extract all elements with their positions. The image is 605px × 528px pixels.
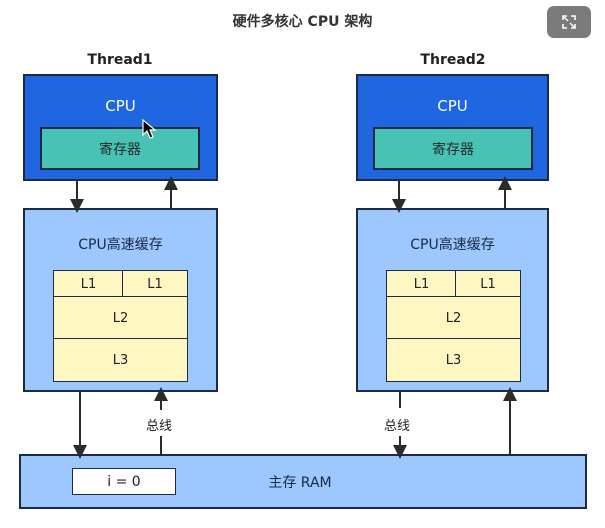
mouse-cursor-icon [142,118,157,139]
thread2-register: 寄存器 [373,127,533,170]
thread1-l2: L2 [53,296,188,340]
thread1-l3: L3 [53,338,188,382]
thread2-cache-title: CPU高速缓存 [410,237,495,253]
thread2-l3: L3 [386,338,521,382]
thread1-cpu-label: CPU [105,97,136,115]
thread1-cache-title: CPU高速缓存 [78,237,163,253]
thread1-label: Thread1 [87,52,153,68]
diagram-title: 硬件多核心 CPU 架构 [232,14,373,30]
thread1-l1-b: L1 [122,270,188,298]
thread2-bus-label: 总线 [384,419,411,434]
thread1-bus-label: 总线 [146,419,173,434]
thread1-register: 寄存器 [40,127,200,170]
ram-variable: i = 0 [72,468,176,495]
ram-label: 主存 RAM [268,475,332,491]
thread2-label: Thread2 [420,52,486,68]
thread2-cpu-label: CPU [437,97,468,115]
expand-icon [562,15,576,29]
expand-button[interactable] [547,6,591,38]
